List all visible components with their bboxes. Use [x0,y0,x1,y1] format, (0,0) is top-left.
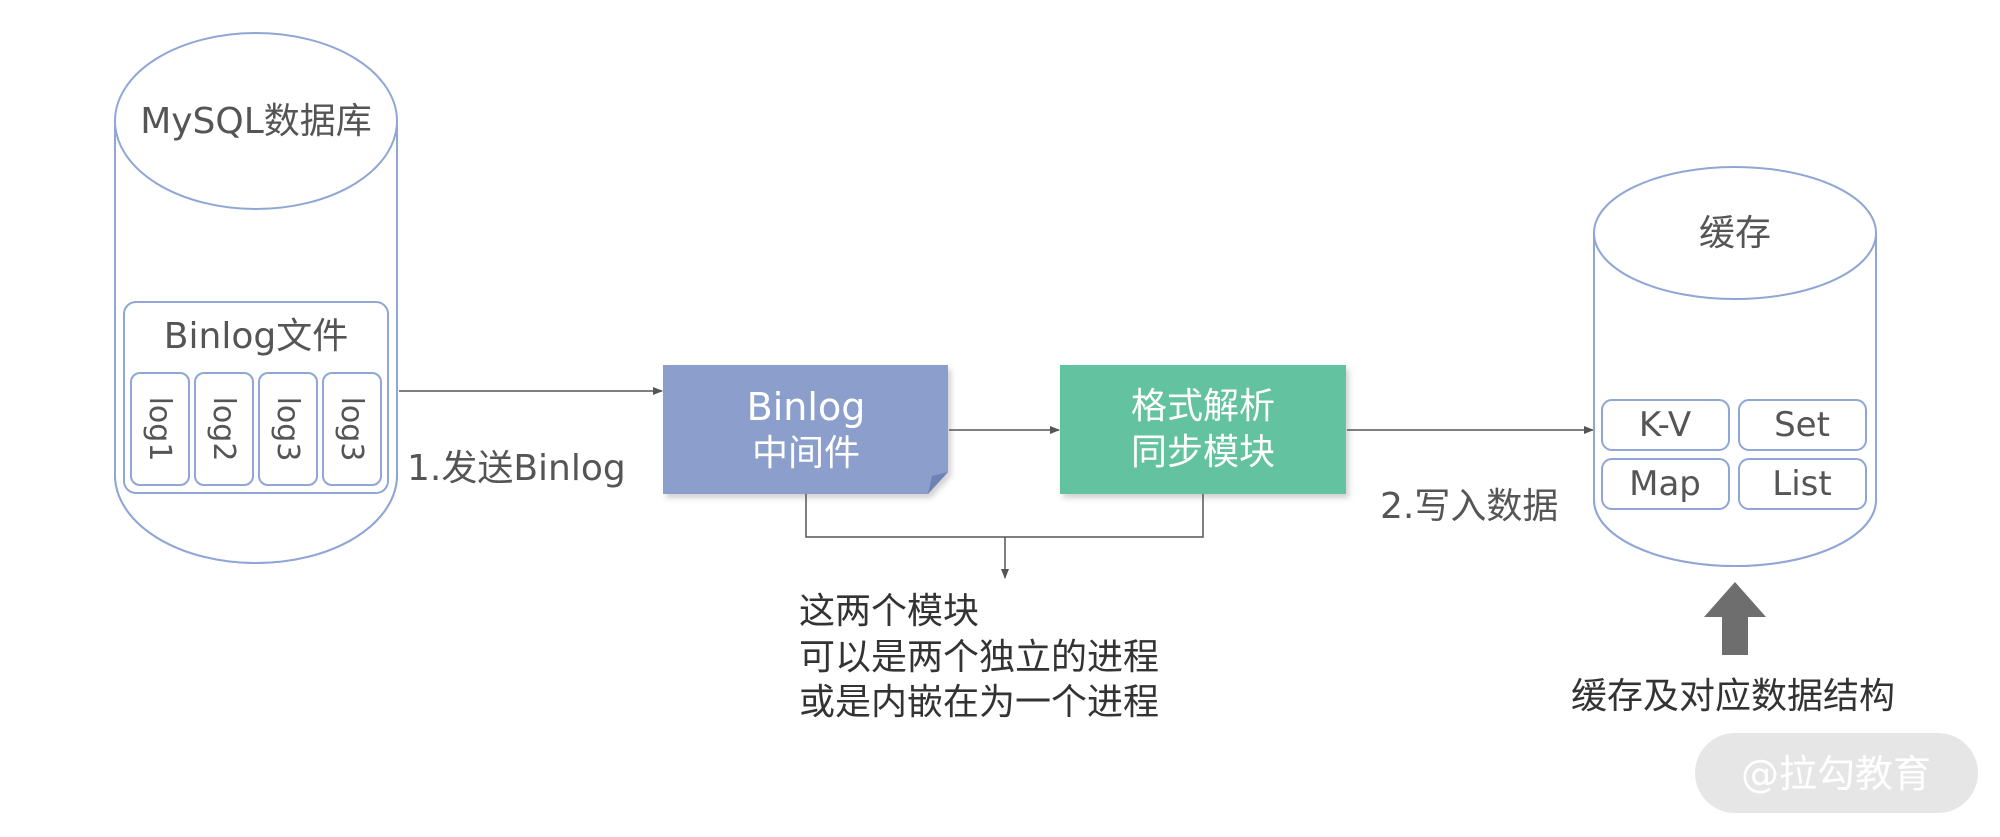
binlog-file-label: Binlog文件 [164,316,348,357]
cache-caption: 缓存及对应数据结构 [1571,676,1895,717]
log-item-label: log3 [334,397,369,462]
cache-title: 缓存 [1699,213,1771,254]
send-binlog-label: 1.发送Binlog [407,448,626,489]
log-item: log3 [322,372,382,486]
mysql-database-cylinder: MySQL数据库 Binlog文件 log1 log2 log3 log3 [114,32,398,564]
parser-line2: 同步模块 [1131,432,1275,473]
note-line: 这两个模块 [799,591,979,632]
cache-structure-map: Map [1601,458,1730,510]
binlog-middleware-box: Binlog 中间件 [663,365,948,494]
structure-label: K-V [1639,405,1691,445]
parser-line1: 格式解析 [1131,386,1275,427]
log-item: log1 [130,372,190,486]
cache-structure-list: List [1738,458,1867,510]
middleware-line2: 中间件 [752,433,860,474]
process-note: 这两个模块 可以是两个独立的进程 或是内嵌在为一个进程 [799,591,1159,723]
middleware-line1: Binlog [747,385,866,429]
parse-sync-module-box: 格式解析 同步模块 [1060,365,1346,494]
log-item: log3 [258,372,318,486]
structure-label: Set [1774,405,1830,445]
log-item-label: log2 [206,397,241,462]
watermark: @拉勾教育 [1695,733,1978,813]
log-item-label: log1 [142,397,177,462]
note-connector [805,494,1204,578]
log-item: log2 [194,372,254,486]
cache-cylinder: 缓存 K-V Set Map List [1593,166,1877,567]
note-line: 或是内嵌在为一个进程 [799,682,1159,723]
structure-label: Map [1629,464,1701,504]
up-arrow-icon [1704,582,1766,655]
binlog-file-box: Binlog文件 log1 log2 log3 log3 [123,301,389,494]
cache-structure-set: Set [1738,399,1867,451]
cache-structure-kv: K-V [1601,399,1730,451]
note-line: 可以是两个独立的进程 [799,637,1159,678]
log-item-label: log3 [270,397,305,462]
write-data-label: 2.写入数据 [1380,486,1558,527]
mysql-title: MySQL数据库 [140,101,372,142]
watermark-text: @拉勾教育 [1741,752,1931,796]
structure-label: List [1772,464,1831,504]
